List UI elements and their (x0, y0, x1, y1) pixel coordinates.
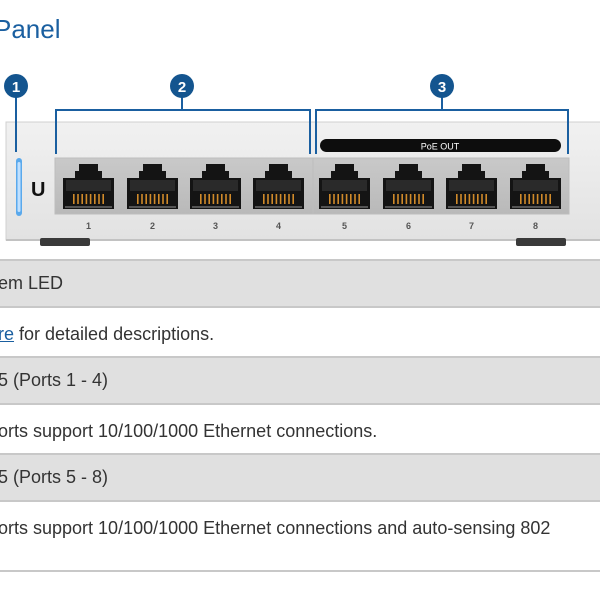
port-number-label: 5 (342, 221, 347, 231)
table-row-ports-1-4-header: 5 (Ports 1 - 4) (0, 356, 600, 403)
ubiquiti-logo-icon: U (31, 179, 45, 201)
poe-out-label-bar (320, 139, 561, 152)
port-number-label: 2 (150, 221, 155, 231)
poe-out-label: PoE OUT (421, 142, 460, 152)
table-row-system-led-header: em LED (0, 259, 600, 306)
port-number-label: 4 (276, 221, 281, 231)
details-link[interactable]: re (0, 324, 15, 344)
ethernet-port-2 (127, 164, 178, 209)
row-heading: em LED (0, 273, 64, 293)
callout-3-icon: 3 (430, 74, 454, 98)
callout-1-icon: 1 (4, 74, 28, 98)
svg-text:1: 1 (12, 79, 20, 96)
ethernet-port-8 (510, 164, 561, 209)
port-number-label: 7 (469, 221, 474, 231)
ethernet-port-4 (253, 164, 304, 209)
table-row-system-led-desc: re for detailed descriptions. (0, 306, 600, 356)
table-row-ports-1-4-desc: orts support 10/100/1000 Ethernet connec… (0, 403, 600, 453)
svg-text:3: 3 (438, 79, 446, 96)
table-row-ports-5-8-desc: orts support 10/100/1000 Ethernet connec… (0, 500, 600, 572)
row-description: orts support 10/100/1000 Ethernet connec… (0, 421, 378, 441)
description-table: em LED re for detailed descriptions. 5 (… (0, 259, 600, 572)
page-title: Panel (0, 14, 61, 44)
row-heading: 5 (Ports 5 - 8) (0, 467, 109, 487)
switch-front-panel-diagram: U PoE OUT 1 2 3 4 5 6 7 8 1 2 3 (4, 74, 600, 246)
ethernet-port-5 (319, 164, 370, 209)
port-number-label: 1 (86, 221, 91, 231)
ethernet-port-3 (190, 164, 241, 209)
row-description: for detailed descriptions. (14, 324, 215, 344)
port-number-label: 6 (406, 221, 411, 231)
switch-foot-right (516, 238, 566, 246)
ethernet-port-6 (383, 164, 434, 209)
svg-text:2: 2 (178, 79, 186, 96)
port-number-label: 8 (533, 221, 538, 231)
row-heading: 5 (Ports 1 - 4) (0, 370, 109, 390)
port-number-label: 3 (213, 221, 218, 231)
ethernet-port-7 (446, 164, 497, 209)
ethernet-port-1 (63, 164, 114, 209)
table-row-ports-5-8-header: 5 (Ports 5 - 8) (0, 453, 600, 500)
callout-2-icon: 2 (170, 74, 194, 98)
switch-foot-left (40, 238, 90, 246)
row-description: orts support 10/100/1000 Ethernet connec… (0, 518, 551, 538)
